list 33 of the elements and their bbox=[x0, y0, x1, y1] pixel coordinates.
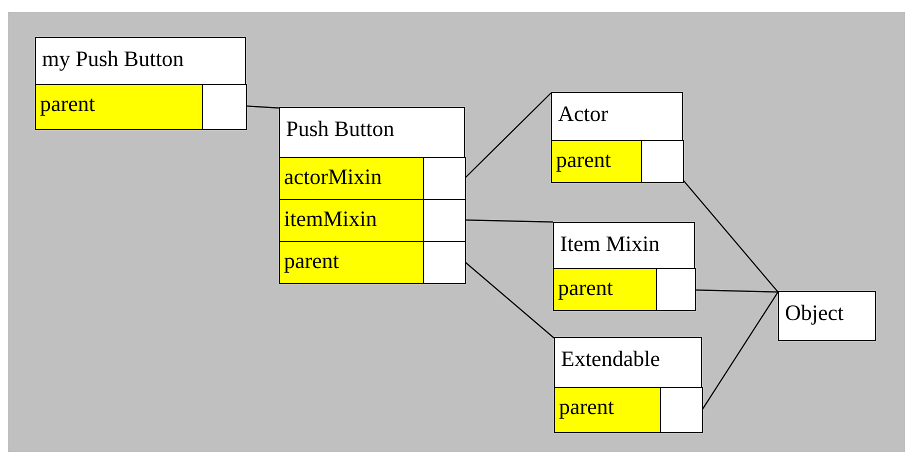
slot-row bbox=[35, 84, 247, 130]
object-name: Push Button bbox=[286, 118, 394, 140]
slot-label: parent bbox=[552, 141, 642, 182]
object-box bbox=[778, 291, 876, 341]
slot-row bbox=[279, 157, 466, 200]
slot-label: parent bbox=[36, 85, 203, 129]
slot-row bbox=[554, 387, 703, 433]
connector-line bbox=[464, 92, 552, 178]
connector-line bbox=[464, 219, 554, 223]
object-name: my Push Button bbox=[42, 48, 184, 70]
connector-line bbox=[694, 289, 778, 293]
slot-row bbox=[279, 241, 466, 284]
connector-line bbox=[464, 262, 554, 338]
connector-line bbox=[682, 180, 778, 292]
object-box bbox=[279, 107, 465, 283]
object-box bbox=[553, 222, 695, 310]
slot-row bbox=[279, 199, 466, 242]
slot-label: parent bbox=[555, 388, 661, 432]
object-box bbox=[35, 37, 246, 129]
object-box bbox=[551, 92, 683, 182]
slot-row bbox=[553, 268, 696, 311]
object-name: Extendable bbox=[561, 348, 660, 370]
object-name: Object bbox=[785, 302, 844, 324]
slot-label: parent bbox=[554, 269, 657, 310]
slot-label: actorMixin bbox=[280, 158, 424, 199]
slot-label: itemMixin bbox=[280, 200, 424, 241]
object-box bbox=[554, 337, 702, 432]
slot-row bbox=[551, 140, 684, 183]
object-name: Actor bbox=[558, 103, 608, 125]
connector-line bbox=[246, 105, 280, 109]
connector-line bbox=[702, 292, 778, 410]
object-name: Item Mixin bbox=[560, 233, 660, 255]
slot-label: parent bbox=[280, 242, 424, 283]
